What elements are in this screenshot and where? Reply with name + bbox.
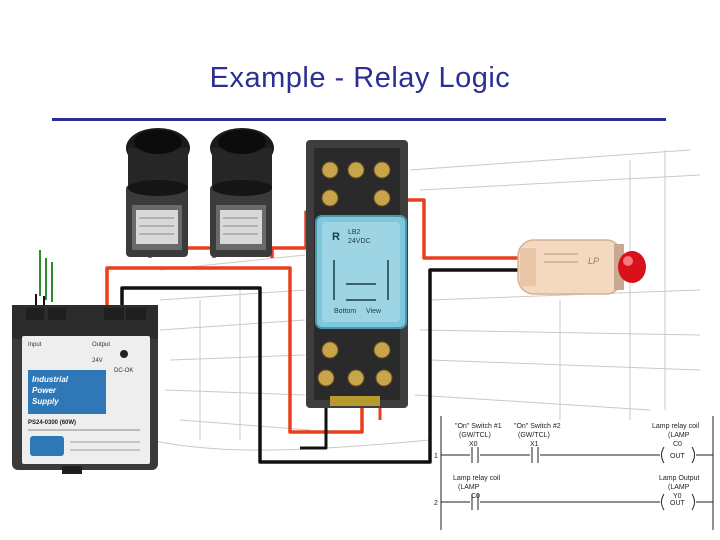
- relay-view-label: View: [366, 308, 382, 315]
- lamp-output-out-label: OUT: [670, 500, 686, 507]
- ps-logo: [30, 436, 64, 456]
- ps-output-label: Output: [92, 342, 110, 348]
- switch-1-label: "On" Switch #1: [455, 423, 502, 430]
- coil-address: C0: [673, 441, 682, 448]
- ps-output-voltage: 24V: [92, 358, 103, 364]
- lamp-output-type: (LAMP: [668, 484, 690, 491]
- ps-model-label: PS24-0300 (60W): [28, 420, 76, 426]
- ps-dc-ok-label: DC-OK: [114, 368, 133, 374]
- background-sketch: [149, 149, 701, 451]
- title-underline: [52, 118, 666, 121]
- relay-voltage-label: 24VDC: [348, 238, 371, 245]
- dc-ok-led: [120, 350, 128, 358]
- power-supply: Input Output 24V DC-OK Industrial Power …: [12, 250, 158, 474]
- relay-contact-type: (LAMP: [458, 484, 480, 491]
- relay-module: R LB2 24VDC Bottom View: [315, 215, 407, 329]
- rung-2-number: 2: [434, 500, 438, 507]
- rung-1-number: 1: [434, 453, 438, 460]
- coil-type: (LAMP: [668, 432, 690, 439]
- relay-bottom-label: Bottom: [334, 308, 356, 315]
- switch-1-address: X0: [469, 441, 478, 448]
- lamp-output-address: Y0: [673, 493, 682, 500]
- push-button-1: [126, 128, 190, 257]
- relay-contact-address: C0: [471, 493, 480, 500]
- relay-model-label: LB2: [348, 229, 361, 236]
- ladder-labels: 1 "On" Switch #1 (GW/TCL) X0 "On" Switch…: [434, 423, 700, 507]
- ps-input-label: Input: [28, 342, 42, 348]
- slide-title: Example - Relay Logic: [209, 62, 511, 94]
- ps-brand-line-3: Supply: [32, 397, 59, 406]
- ps-brand-line-2: Power: [32, 386, 57, 395]
- push-button-2: [210, 128, 274, 257]
- black-wire-supply-return: [120, 268, 520, 464]
- pilot-lamp: LP: [517, 239, 646, 295]
- switch-2-label: "On" Switch #2: [514, 423, 561, 430]
- svg-text:R: R: [332, 231, 340, 243]
- lamp-brand-label: LP: [588, 256, 599, 266]
- lamp-output-label: Lamp Output: [659, 475, 700, 482]
- relay-contact-label: Lamp relay coil: [453, 475, 501, 482]
- coil-label: Lamp relay coil: [652, 423, 700, 430]
- ps-brand-line-1: Industrial: [32, 375, 69, 384]
- switch-1-type: (GW/TCL): [459, 432, 491, 439]
- switch-2-address: X1: [530, 441, 539, 448]
- ladder-diagram: [440, 416, 714, 530]
- switch-2-type: (GW/TCL): [518, 432, 550, 439]
- coil-out-label: OUT: [670, 453, 686, 460]
- red-wire-relay-to-lamp: [393, 170, 520, 260]
- red-wire-supply-to-buttons: [105, 266, 364, 434]
